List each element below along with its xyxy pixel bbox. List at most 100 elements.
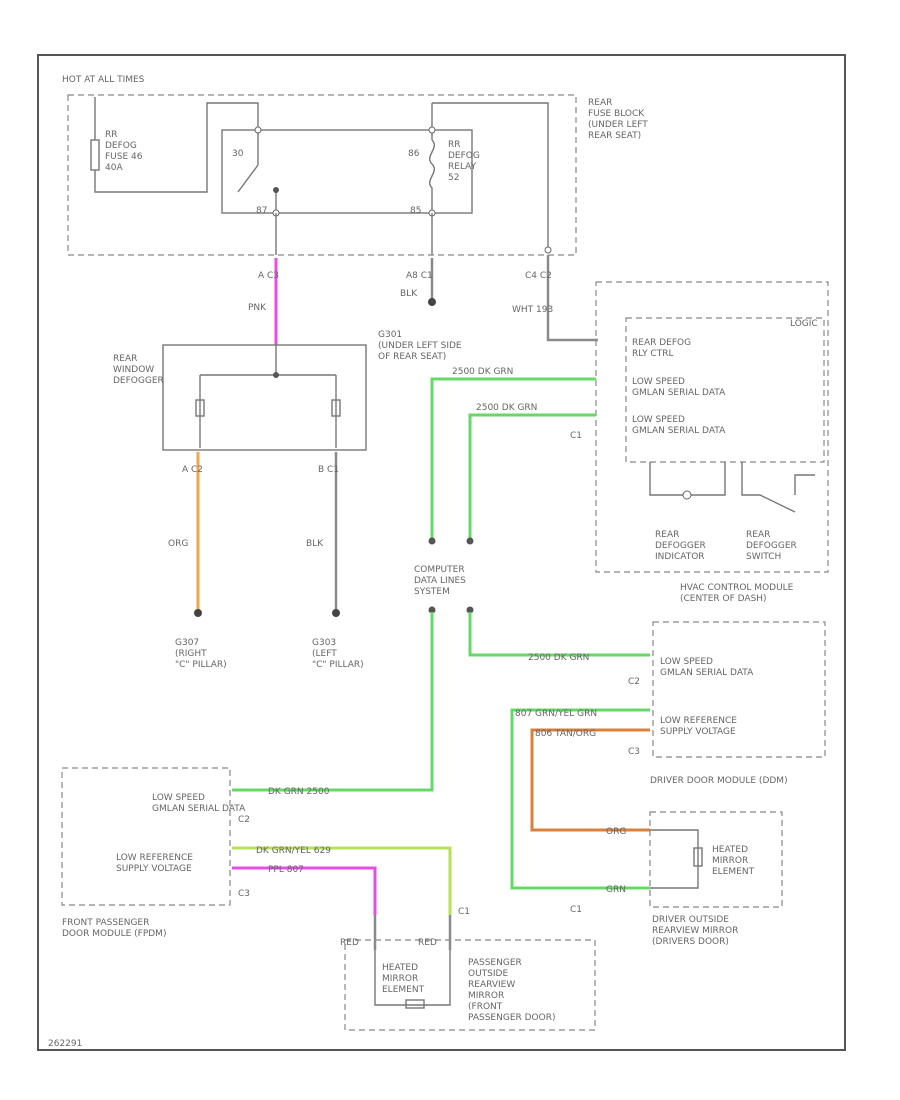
label-driver-mirror-c1: C1 [570,905,582,915]
wire-dkgrnyel-fpdm [232,846,452,915]
label-pdm-c2: C2 [238,815,250,825]
driver-mirror-element [693,847,703,867]
wire-dkgrn-fpdm [232,612,434,792]
label-wire-blk-bottom: BLK [306,539,324,549]
fuse-to-relay-line [94,102,259,193]
label-wire-org: ORG [168,539,188,549]
label-conn-c4-c2: C4 C2 [525,271,552,281]
fuse-block-outline [67,94,577,256]
label-wire-2500-dkgrn-c: 2500 DK GRN [528,653,589,663]
label-conn-a8-c1: A8 C1 [406,271,433,281]
hvac-indicator-lamp [682,490,692,500]
rear-fuse-block [67,94,577,256]
label-driver-door-module: DRIVER DOOR MODULE (DDM) [650,776,788,786]
label-g307: G307(RIGHT"C" PILLAR) [175,638,227,670]
label-wire-pnk: PNK [248,303,267,313]
passenger-mirror-leads [373,915,452,950]
defogger-grid [199,345,337,448]
defogger-element-right [331,399,341,417]
wire-dkgrn-hvac-2 [468,413,596,540]
label-hot-at-all-times: HOT AT ALL TIMES [62,75,145,85]
label-pm-c1: C1 [458,907,470,917]
label-wire-org-mirror: ORG [606,827,626,837]
label-wire-2500-dkgrn-b: 2500 DK GRN [476,403,537,413]
ground-g301 [428,298,436,306]
conn-c4-terminal [544,246,552,254]
wire-grn-ddm-mirror [510,708,650,890]
defogger-input-node [273,372,279,378]
hvac-switch-circuit [741,462,815,513]
wire-dkgrn-ddm [468,612,650,657]
ground-g303 [332,609,340,617]
label-wire-8-wht: WHT 193 [512,305,553,315]
passenger-mirror-outline [344,939,596,1031]
label-wire-807-grn-yel: 807 GRN/YEL GRN [515,709,597,719]
relay-coil-feed [432,102,549,248]
node-cdl-bottom-1 [428,606,436,614]
hvac-outline [595,281,829,573]
fpdm-outline [61,767,231,906]
label-wire-red-right: RED [418,938,437,948]
label-wire-red-left: RED [340,938,359,948]
relay-switch-contact [237,130,277,213]
relay-pin-30-terminal [254,126,262,134]
passenger-mirror-element-line [374,950,451,1006]
label-pdm-c3: C3 [238,889,250,899]
label-hvac-control-module: HVAC CONTROL MODULE(CENTER OF DASH) [680,583,794,604]
hvac-control-module [595,281,829,573]
label-relay-pin-85: 85 [410,206,421,216]
label-wire-ppl-807: PPL 807 [268,865,304,875]
label-wire-dkgrn-yel: DK GRN/YEL 629 [256,846,331,856]
label-ddm-c2: C2 [628,677,640,687]
label-wire-2500-dkgrn-a: 2500 DK GRN [452,367,513,377]
label-conn-a-c3: A C3 [258,271,279,281]
label-wire-blk-top: BLK [400,289,418,299]
label-footer-code: 262291 [48,1039,82,1049]
label-g303: G303(LEFT"C" PILLAR) [312,638,364,670]
node-cdl-bottom-2 [466,606,474,614]
ddm-outline [652,621,826,758]
diagram-frame [37,54,846,1051]
ground-g307 [194,609,202,617]
label-wire-806-tan-org: 806 TAN/ORG [535,729,596,739]
label-wire-dkgrn-pdm: DK GRN 2500 [268,787,330,797]
node-hvac-1 [428,537,436,545]
label-logic: LOGIC [790,319,818,329]
defogger-outline [162,344,367,451]
label-conn-c1-hvac: C1 [570,431,582,441]
node-hvac-2 [466,537,474,545]
wire-dkgrn-hvac-1 [430,377,596,540]
rear-window-defogger [162,344,367,451]
relay-coil [429,103,435,213]
wire-tan-ddm-mirror [530,728,650,832]
label-ddm-c3: C3 [628,747,640,757]
driver-mirror-element-line [650,829,699,889]
label-wire-grn-mirror: GRN [606,885,626,895]
label-relay-pin-87: 87 [256,206,267,216]
label-relay-pin-86: 86 [408,149,420,159]
relay-pin-86-terminal [428,126,436,134]
relay-switch-pivot [273,187,279,193]
label-conn-a-c2: A C2 [182,465,203,475]
